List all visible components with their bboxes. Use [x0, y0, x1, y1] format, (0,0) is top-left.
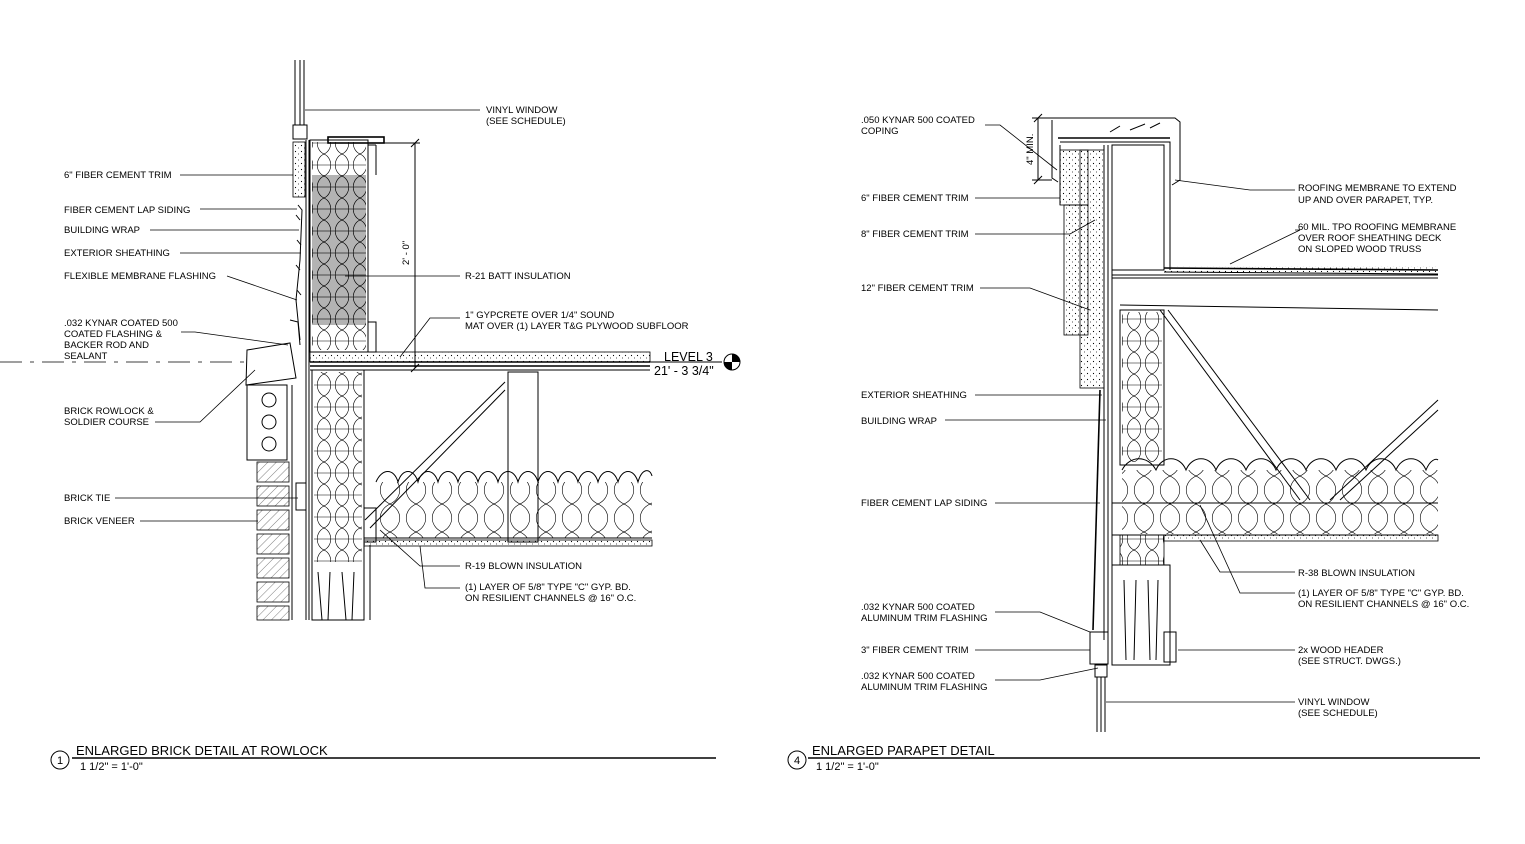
callout-r38-blown: R-38 BLOWN INSULATION: [1298, 568, 1415, 579]
detail-1-number: 1: [57, 755, 63, 767]
callout-kynar-flashing-2: COATED FLASHING &: [64, 329, 163, 340]
callout-r21-batt: R-21 BATT INSULATION: [465, 271, 571, 282]
callout-8in-trim: 8" FIBER CEMENT TRIM: [861, 229, 969, 240]
callout-tpo-2: OVER ROOF SHEATHING DECK: [1298, 233, 1442, 244]
callout-wood-header-2: (SEE STRUCT. DWGS.): [1298, 656, 1401, 667]
dimension-2ft: 2' - 0": [401, 241, 412, 265]
callout-coping-1: .050 KYNAR 500 COATED: [861, 115, 975, 126]
callout-building-wrap: BUILDING WRAP: [64, 225, 140, 236]
callout-fiber-cement-lap-siding: FIBER CEMENT LAP SIDING: [64, 205, 190, 216]
callout-kynar-flashing-1: .032 KYNAR COATED 500: [64, 318, 178, 329]
callout-tpo-3: ON SLOPED WOOD TRUSS: [1298, 244, 1421, 255]
detail-1-drawing: [0, 60, 741, 621]
callout-trim-flashing-b-2: ALUMINUM TRIM FLASHING: [861, 682, 988, 693]
detail-4-leaders: [945, 124, 1301, 703]
callout-lap-siding-4: FIBER CEMENT LAP SIDING: [861, 498, 987, 509]
detail-1-labels: LEVEL 3 21' - 3 3/4" 2' - 0" VINYL WINDO…: [64, 105, 714, 604]
detail-4-number-bubble: [787, 750, 807, 770]
callout-gyp-board-4-2: ON RESILIENT CHANNELS @ 16" O.C.: [1298, 599, 1469, 610]
callout-brick-rowlock-1: BRICK ROWLOCK &: [64, 406, 154, 417]
detail-1-scale: 1 1/2" = 1'-0": [80, 761, 143, 773]
detail-4-labels: 4" MIN. .050 KYNAR 500 COATED COPING 6" …: [861, 115, 1469, 719]
callout-tpo-1: 60 MIL. TPO ROOFING MEMBRANE: [1298, 222, 1456, 233]
callout-gyp-board-1: (1) LAYER OF 5/8" TYPE "C" GYP. BD.: [465, 582, 631, 593]
callout-brick-rowlock-2: SOLDIER COURSE: [64, 417, 149, 428]
callout-roofing-membrane-2: UP AND OVER PARAPET, TYP.: [1298, 195, 1433, 206]
callout-trim-flashing-a-2: ALUMINUM TRIM FLASHING: [861, 613, 988, 624]
detail-4-number: 4: [794, 755, 800, 767]
detail-1-leaders: [115, 109, 480, 589]
detail-1-title: ENLARGED BRICK DETAIL AT ROWLOCK: [76, 743, 328, 758]
callout-exterior-sheathing-4: EXTERIOR SHEATHING: [861, 390, 967, 401]
callout-kynar-flashing-3: BACKER ROD AND: [64, 340, 149, 351]
callout-kynar-flashing-4: SEALANT: [64, 351, 107, 362]
callout-exterior-sheathing: EXTERIOR SHEATHING: [64, 248, 170, 259]
callout-roofing-membrane-1: ROOFING MEMBRANE TO EXTEND: [1298, 183, 1457, 194]
callout-coping-2: COPING: [861, 126, 898, 137]
detail-4-drawing: [1032, 113, 1439, 732]
callout-vinyl-window-1: VINYL WINDOW: [486, 105, 557, 116]
callout-wood-header-1: 2x WOOD HEADER: [1298, 645, 1384, 656]
callout-gypcrete-1: 1" GYPCRETE OVER 1/4" SOUND: [465, 310, 614, 321]
callout-3in-trim: 3" FIBER CEMENT TRIM: [861, 645, 969, 656]
callout-gypcrete-2: MAT OVER (1) LAYER T&G PLYWOOD SUBFLOOR: [465, 321, 689, 332]
callout-vinyl-window-4-1: VINYL WINDOW: [1298, 697, 1369, 708]
callout-flexible-membrane-flashing: FLEXIBLE MEMBRANE FLASHING: [64, 271, 216, 282]
callout-12in-trim: 12" FIBER CEMENT TRIM: [861, 283, 974, 294]
callout-r19-blown: R-19 BLOWN INSULATION: [465, 561, 582, 572]
callout-vinyl-window-2: (SEE SCHEDULE): [486, 116, 566, 127]
callout-6in-trim: 6" FIBER CEMENT TRIM: [861, 193, 969, 204]
detail-1-number-bubble: [50, 750, 70, 770]
level-elevation: 21' - 3 3/4": [654, 364, 714, 378]
level-name: LEVEL 3: [664, 350, 713, 364]
callout-trim-flashing-a-1: .032 KYNAR 500 COATED: [861, 602, 975, 613]
callout-trim-flashing-b-1: .032 KYNAR 500 COATED: [861, 671, 975, 682]
callout-brick-veneer: BRICK VENEER: [64, 516, 135, 527]
detail-4-title: ENLARGED PARAPET DETAIL: [812, 743, 995, 758]
detail-4-scale: 1 1/2" = 1'-0": [816, 761, 879, 773]
callout-vinyl-window-4-2: (SEE SCHEDULE): [1298, 708, 1378, 719]
callout-gyp-board-2: ON RESILIENT CHANNELS @ 16" O.C.: [465, 593, 636, 604]
callout-brick-tie: BRICK TIE: [64, 493, 110, 504]
callout-building-wrap-4: BUILDING WRAP: [861, 416, 937, 427]
dimension-4in-min: 4" MIN.: [1025, 134, 1036, 165]
detail-1-title-block: 1 ENLARGED BRICK DETAIL AT ROWLOCK 1 1/2…: [50, 743, 716, 773]
detail-4-title-block: 4 ENLARGED PARAPET DETAIL 1 1/2" = 1'-0": [787, 743, 1480, 773]
callout-6in-fiber-cement-trim: 6" FIBER CEMENT TRIM: [64, 170, 172, 181]
callout-gyp-board-4-1: (1) LAYER OF 5/8" TYPE "C" GYP. BD.: [1298, 588, 1464, 599]
